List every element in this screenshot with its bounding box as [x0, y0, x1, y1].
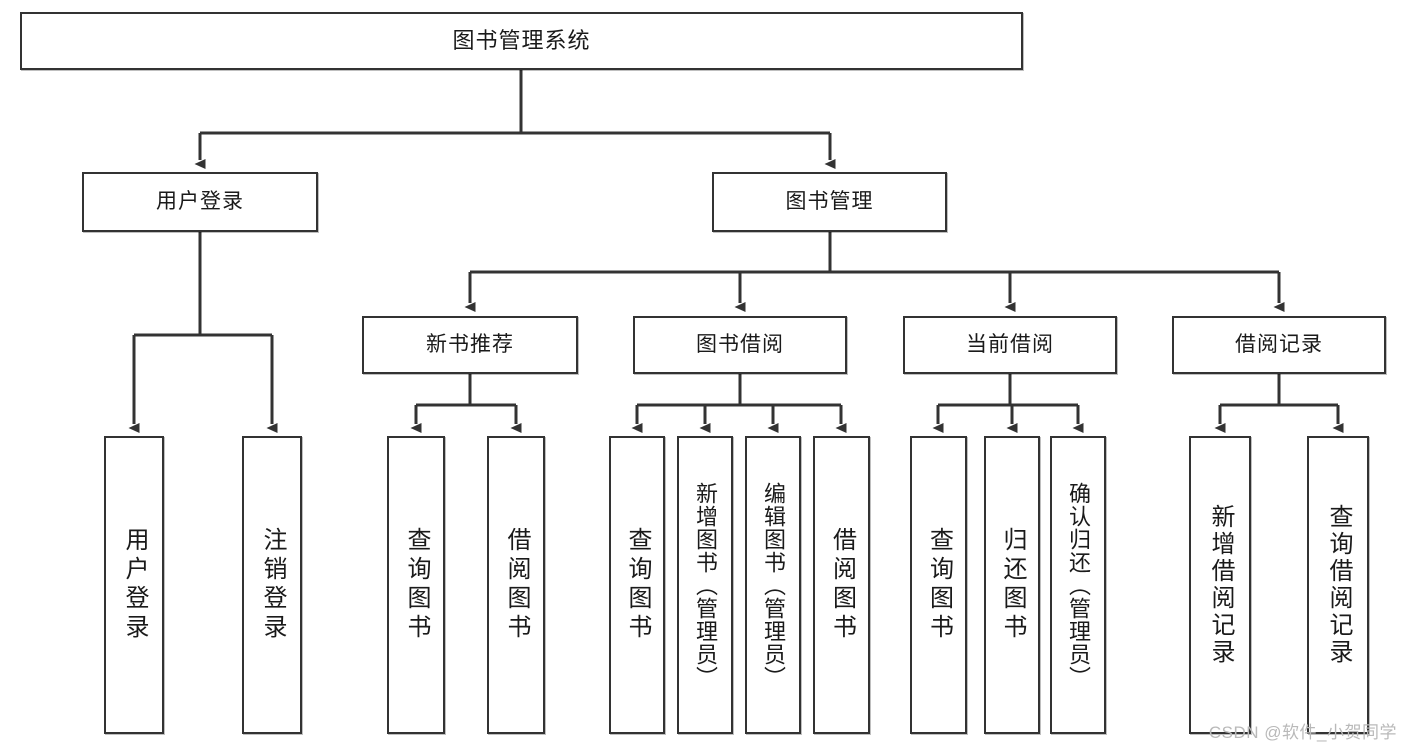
node-leaf-query-book-current[interactable]: 查询图书: [910, 436, 967, 734]
node-book-manage[interactable]: 图书管理: [712, 172, 947, 232]
node-borrow-record[interactable]: 借阅记录: [1172, 316, 1386, 374]
node-leaf-borrow-book-rec[interactable]: 借阅图书: [487, 436, 545, 734]
node-leaf-query-book-rec-label: 查询图书: [403, 527, 430, 643]
node-new-book-recommend[interactable]: 新书推荐: [362, 316, 578, 374]
node-current-borrow-label: 当前借阅: [966, 332, 1054, 356]
csdn-watermark: CSDN @软件_小贺同学: [1208, 723, 1397, 742]
node-leaf-add-record[interactable]: 新增借阅记录: [1189, 436, 1251, 734]
node-leaf-add-book-label: 新增图书（管理员）: [693, 481, 718, 689]
node-leaf-query-book-borrow[interactable]: 查询图书: [609, 436, 665, 734]
node-book-manage-label: 图书管理: [785, 189, 874, 213]
node-leaf-return-book[interactable]: 归还图书: [984, 436, 1040, 734]
node-root-label: 图书管理系统: [452, 28, 591, 54]
node-leaf-query-book-rec[interactable]: 查询图书: [387, 436, 445, 734]
node-leaf-edit-book[interactable]: 编辑图书（管理员）: [745, 436, 801, 734]
node-leaf-edit-book-label: 编辑图书（管理员）: [761, 481, 786, 689]
node-leaf-borrow-book-label: 借阅图书: [828, 527, 856, 643]
node-leaf-query-book-current-label: 查询图书: [925, 527, 953, 643]
node-leaf-query-record-label: 查询借阅记录: [1325, 504, 1352, 666]
node-leaf-borrow-book[interactable]: 借阅图书: [813, 436, 870, 734]
node-user-login-label: 用户登录: [156, 189, 244, 213]
node-book-borrow-label: 图书借阅: [696, 332, 784, 356]
node-root[interactable]: 图书管理系统: [20, 12, 1023, 70]
node-leaf-return-book-label: 归还图书: [999, 527, 1026, 643]
node-leaf-confirm-return[interactable]: 确认归还（管理员）: [1050, 436, 1106, 734]
node-leaf-user-login-label: 用户登录: [121, 527, 148, 643]
node-user-login[interactable]: 用户登录: [82, 172, 318, 232]
node-leaf-add-record-label: 新增借阅记录: [1207, 504, 1234, 666]
node-leaf-query-book-borrow-label: 查询图书: [624, 527, 651, 643]
node-leaf-logout-label: 注销登录: [259, 527, 286, 643]
node-leaf-query-record[interactable]: 查询借阅记录: [1307, 436, 1369, 734]
node-leaf-borrow-book-rec-label: 借阅图书: [503, 527, 530, 643]
node-leaf-confirm-return-label: 确认归还（管理员）: [1066, 481, 1091, 689]
node-book-borrow[interactable]: 图书借阅: [633, 316, 847, 374]
node-borrow-record-label: 借阅记录: [1235, 332, 1323, 356]
node-new-book-recommend-label: 新书推荐: [426, 332, 514, 356]
node-leaf-add-book[interactable]: 新增图书（管理员）: [677, 436, 733, 734]
node-leaf-user-login[interactable]: 用户登录: [104, 436, 164, 734]
node-current-borrow[interactable]: 当前借阅: [903, 316, 1117, 374]
node-leaf-logout[interactable]: 注销登录: [242, 436, 302, 734]
